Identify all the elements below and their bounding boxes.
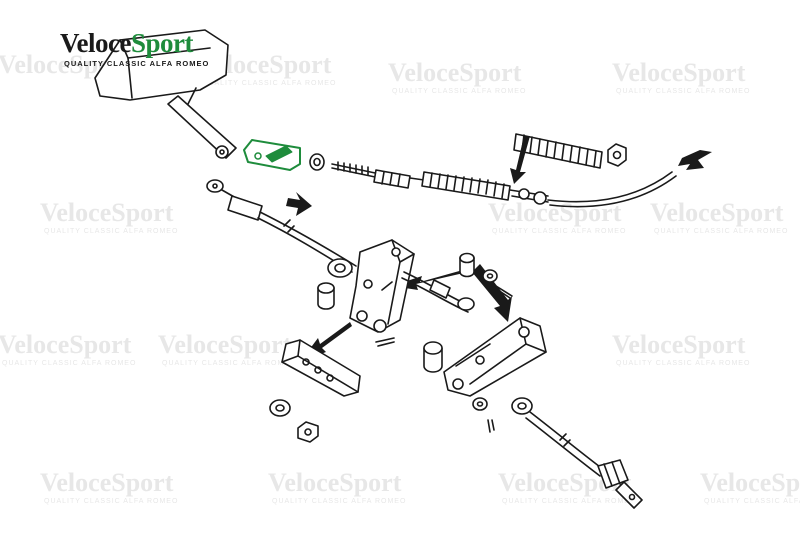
main-cable-upper-outer (549, 175, 677, 208)
threaded-rod (331, 161, 381, 179)
cable-adjuster (373, 169, 425, 189)
lower-left-nut-hole (304, 428, 312, 436)
lower-washer-hole (476, 401, 484, 407)
left-front-cable (206, 179, 357, 278)
arrow-top-right (678, 150, 712, 170)
mounting-plate (281, 339, 361, 397)
pivot-pin-left (317, 282, 335, 310)
lower-left-washer (269, 399, 291, 417)
brand-name-part1: Veloce (60, 28, 131, 58)
arrow-spring-indicator (510, 136, 530, 184)
brand-tagline: QUALITY CLASSIC ALFA ROMEO (64, 59, 210, 68)
hex-nut-hole (612, 150, 622, 160)
split-pin-bottom (487, 419, 495, 433)
small-washer-hole (486, 273, 494, 279)
center-pivot-bracket (349, 239, 415, 333)
arrow-to-plate (392, 268, 470, 290)
washer-hole (313, 157, 321, 167)
center-cable (401, 271, 475, 313)
brand-name: VeloceSport (60, 28, 194, 59)
lower-left-washer-hole (275, 404, 285, 412)
lower-left-nut (297, 421, 319, 443)
brand-name-part2: Sport (130, 28, 194, 58)
lower-right-bracket (443, 317, 547, 397)
spare-spring (513, 133, 603, 169)
bracket-pin (423, 341, 443, 373)
small-washer (482, 269, 498, 283)
cable-end-fitting (509, 188, 549, 205)
split-pin-left (375, 337, 395, 347)
lower-washer (472, 397, 488, 411)
hex-nut (607, 143, 627, 167)
highlighted-link-plate (243, 139, 301, 171)
arrow-left-mid (286, 192, 312, 216)
cable-spring (421, 171, 511, 201)
pivot-pin-right (459, 252, 475, 278)
handbrake-lever-assembly (94, 29, 237, 159)
brand-logo: VeloceSport QUALITY CLASSIC ALFA ROMEO (60, 28, 260, 78)
arrow-to-lower-plate (472, 264, 512, 322)
rear-cable (511, 397, 643, 509)
main-cable-upper (547, 171, 673, 203)
washer (309, 153, 325, 171)
split-pin-right (495, 285, 513, 299)
